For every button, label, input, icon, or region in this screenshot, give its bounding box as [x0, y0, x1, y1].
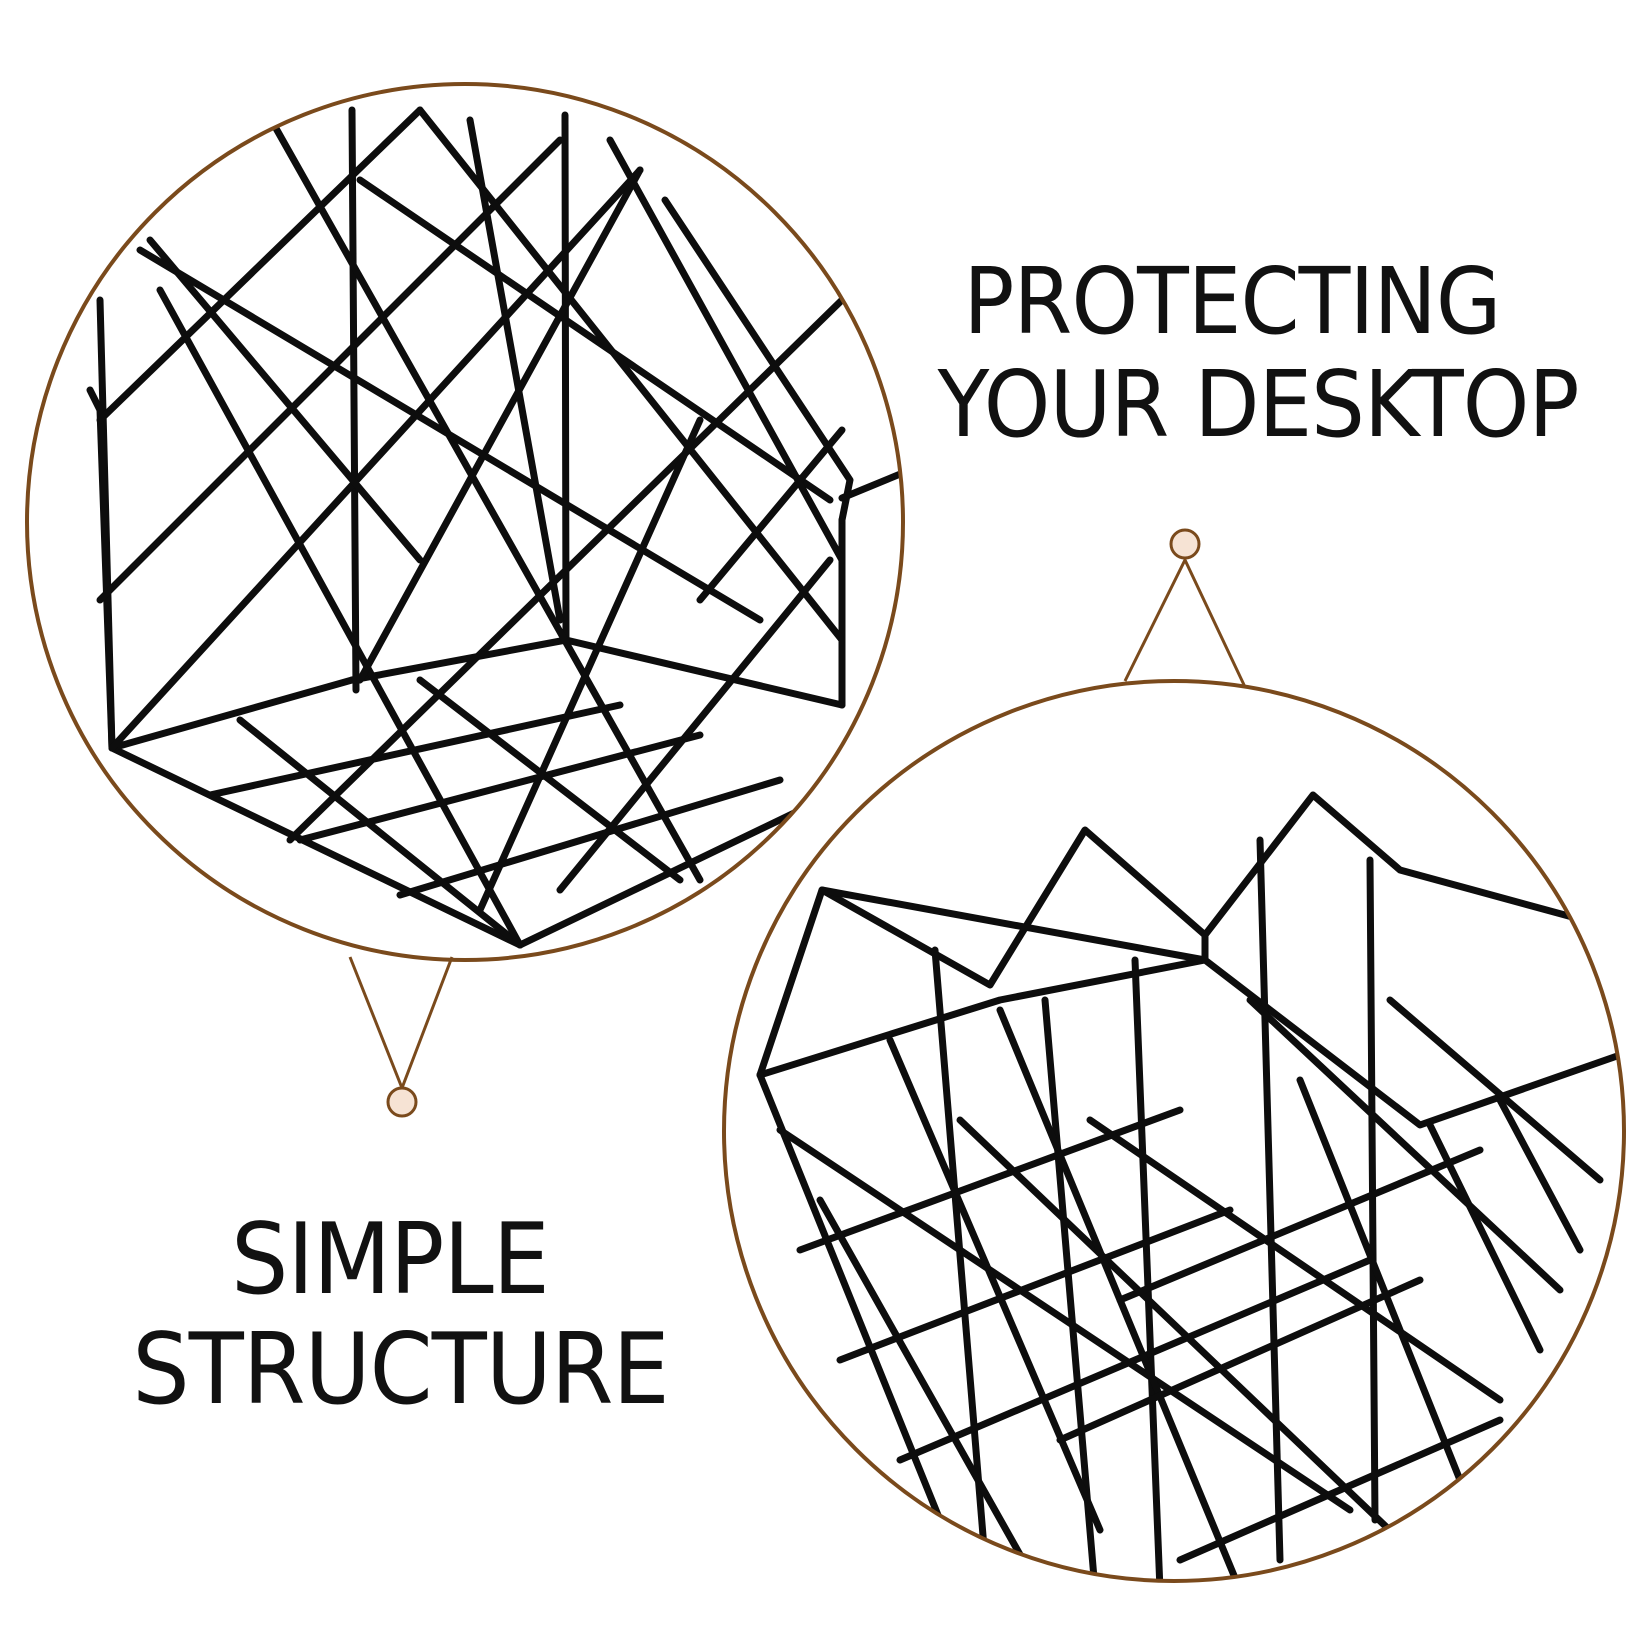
- callout-simple-structure: [348, 956, 454, 1118]
- basket-top-closeup: [722, 679, 1626, 1583]
- caption-line: SIMPLE: [231, 1203, 550, 1317]
- simple-structure-caption: SIMPLE STRUCTURE: [132, 1203, 669, 1427]
- caption-line: PROTECTING: [963, 248, 1501, 355]
- protecting-desktop-caption: PROTECTING YOUR DESKTOP: [937, 248, 1580, 459]
- callout-dot-icon: [1169, 528, 1201, 560]
- zoom-ring-bottom: [722, 679, 1626, 1583]
- callout-dot-icon: [386, 1086, 418, 1118]
- zoom-ring-top: [25, 82, 905, 962]
- caption-line: YOUR DESKTOP: [937, 351, 1580, 459]
- callout-protecting-desktop: [1123, 528, 1247, 688]
- caption-line: STRUCTURE: [132, 1312, 669, 1427]
- basket-side-closeup: [25, 82, 905, 962]
